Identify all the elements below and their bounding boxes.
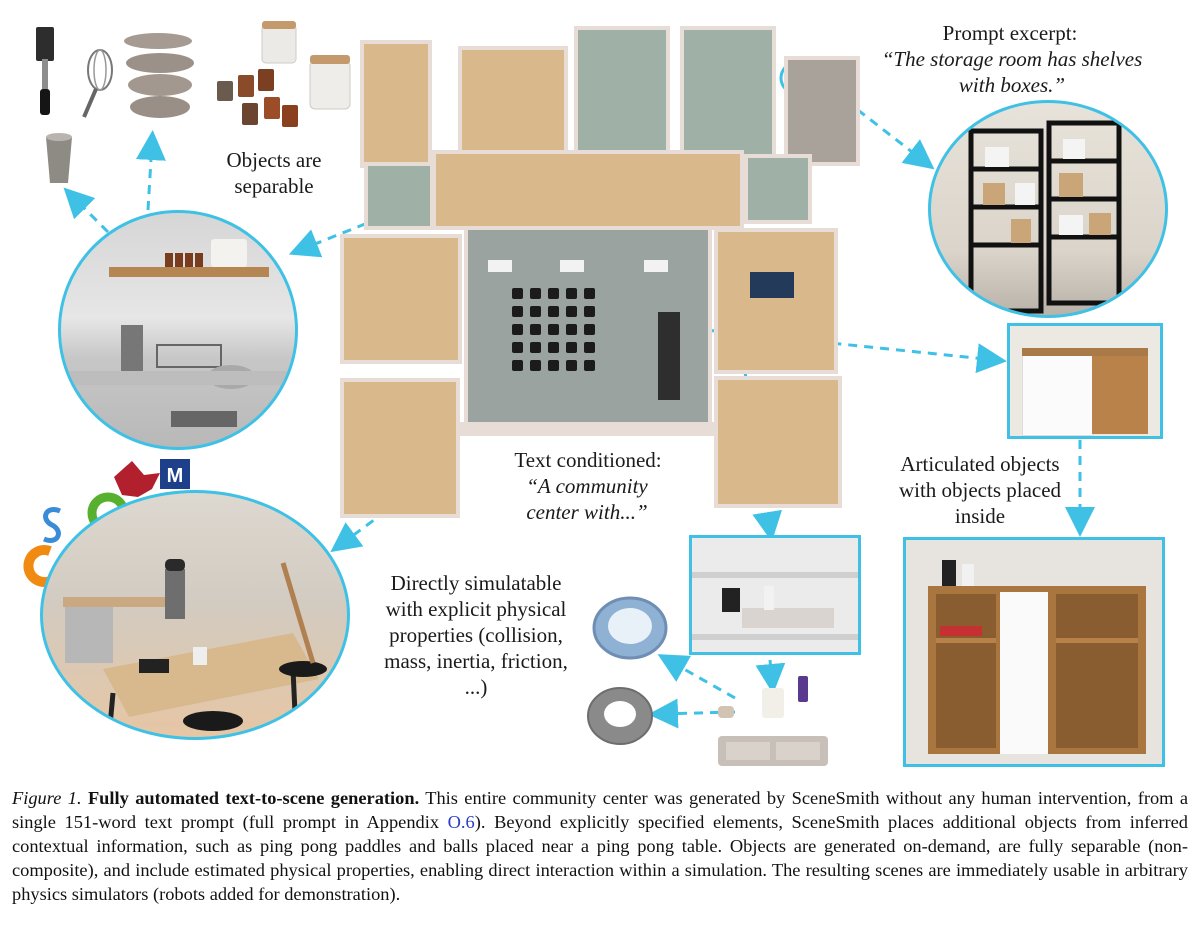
objects-separable-label: Objects are separable bbox=[226, 148, 322, 198]
physical-objects bbox=[587, 596, 828, 766]
text-conditioned-text: “A community center with...” bbox=[526, 474, 648, 524]
room-top-1 bbox=[360, 40, 432, 168]
separable-objects-illustration bbox=[36, 21, 351, 183]
text-conditioned-title: Text conditioned: bbox=[514, 448, 662, 472]
room-side-right bbox=[744, 154, 812, 224]
cup-icon bbox=[46, 133, 72, 183]
room-side-left bbox=[364, 162, 434, 230]
m-logo-icon: M bbox=[160, 459, 190, 489]
cabinet-closed-panel bbox=[1007, 323, 1163, 439]
auditorium bbox=[464, 226, 712, 428]
plates-icon bbox=[124, 33, 194, 118]
caption-label: Figure 1. bbox=[12, 788, 82, 808]
room-bottom-right bbox=[714, 376, 842, 508]
mesh-ring-icon bbox=[587, 687, 653, 745]
caption-text-1: This entire community center was generat… bbox=[12, 788, 1188, 832]
room-top-3 bbox=[574, 26, 670, 174]
room-mid-right bbox=[714, 228, 838, 374]
simulatable-label: Directly simulatable with explicit physi… bbox=[384, 571, 568, 699]
robot-icon bbox=[63, 559, 327, 737]
spatula-icon bbox=[36, 27, 54, 115]
glue-icon bbox=[718, 676, 808, 718]
whisk-icon bbox=[82, 49, 113, 118]
room-mid-left bbox=[340, 234, 462, 364]
caption-text-2: ). Beyond explicitly specified elements,… bbox=[12, 812, 1188, 904]
appendix-link[interactable]: O.6 bbox=[447, 812, 475, 832]
caption-title: Fully automated text-to-scene generation… bbox=[87, 788, 420, 808]
room-storage bbox=[784, 56, 860, 166]
prompt-excerpt-title: Prompt excerpt: bbox=[942, 21, 1078, 45]
figure-caption: Figure 1. Fully automated text-to-scene … bbox=[12, 786, 1188, 906]
shelf-supplies-panel bbox=[689, 535, 861, 655]
robot-workshop-detail bbox=[40, 490, 350, 740]
storage-shelves-detail bbox=[928, 100, 1168, 318]
prompt-excerpt-text: “The storage room has shelves with boxes… bbox=[881, 47, 1143, 97]
dragon-logo-icon bbox=[114, 461, 160, 497]
cabinet-open-panel bbox=[903, 537, 1165, 767]
s-logo-icon bbox=[43, 507, 61, 543]
room-bottom-left bbox=[340, 378, 460, 518]
c-logo-icon bbox=[23, 545, 52, 587]
floor-plan bbox=[338, 22, 860, 518]
articulated-objects-label: Articulated objects with objects placed … bbox=[898, 452, 1062, 528]
tray-icon bbox=[718, 736, 828, 766]
room-top-4 bbox=[680, 26, 776, 174]
corridor bbox=[432, 150, 744, 230]
kitchen-shelf-detail bbox=[58, 210, 298, 450]
tape-roll-icon bbox=[592, 596, 668, 660]
jars-icon bbox=[217, 69, 298, 127]
svg-text:M: M bbox=[167, 465, 184, 487]
bottom-wall bbox=[460, 422, 714, 436]
shelf-icon bbox=[61, 239, 295, 427]
room-top-2 bbox=[458, 46, 568, 164]
canister-icon bbox=[261, 21, 351, 110]
